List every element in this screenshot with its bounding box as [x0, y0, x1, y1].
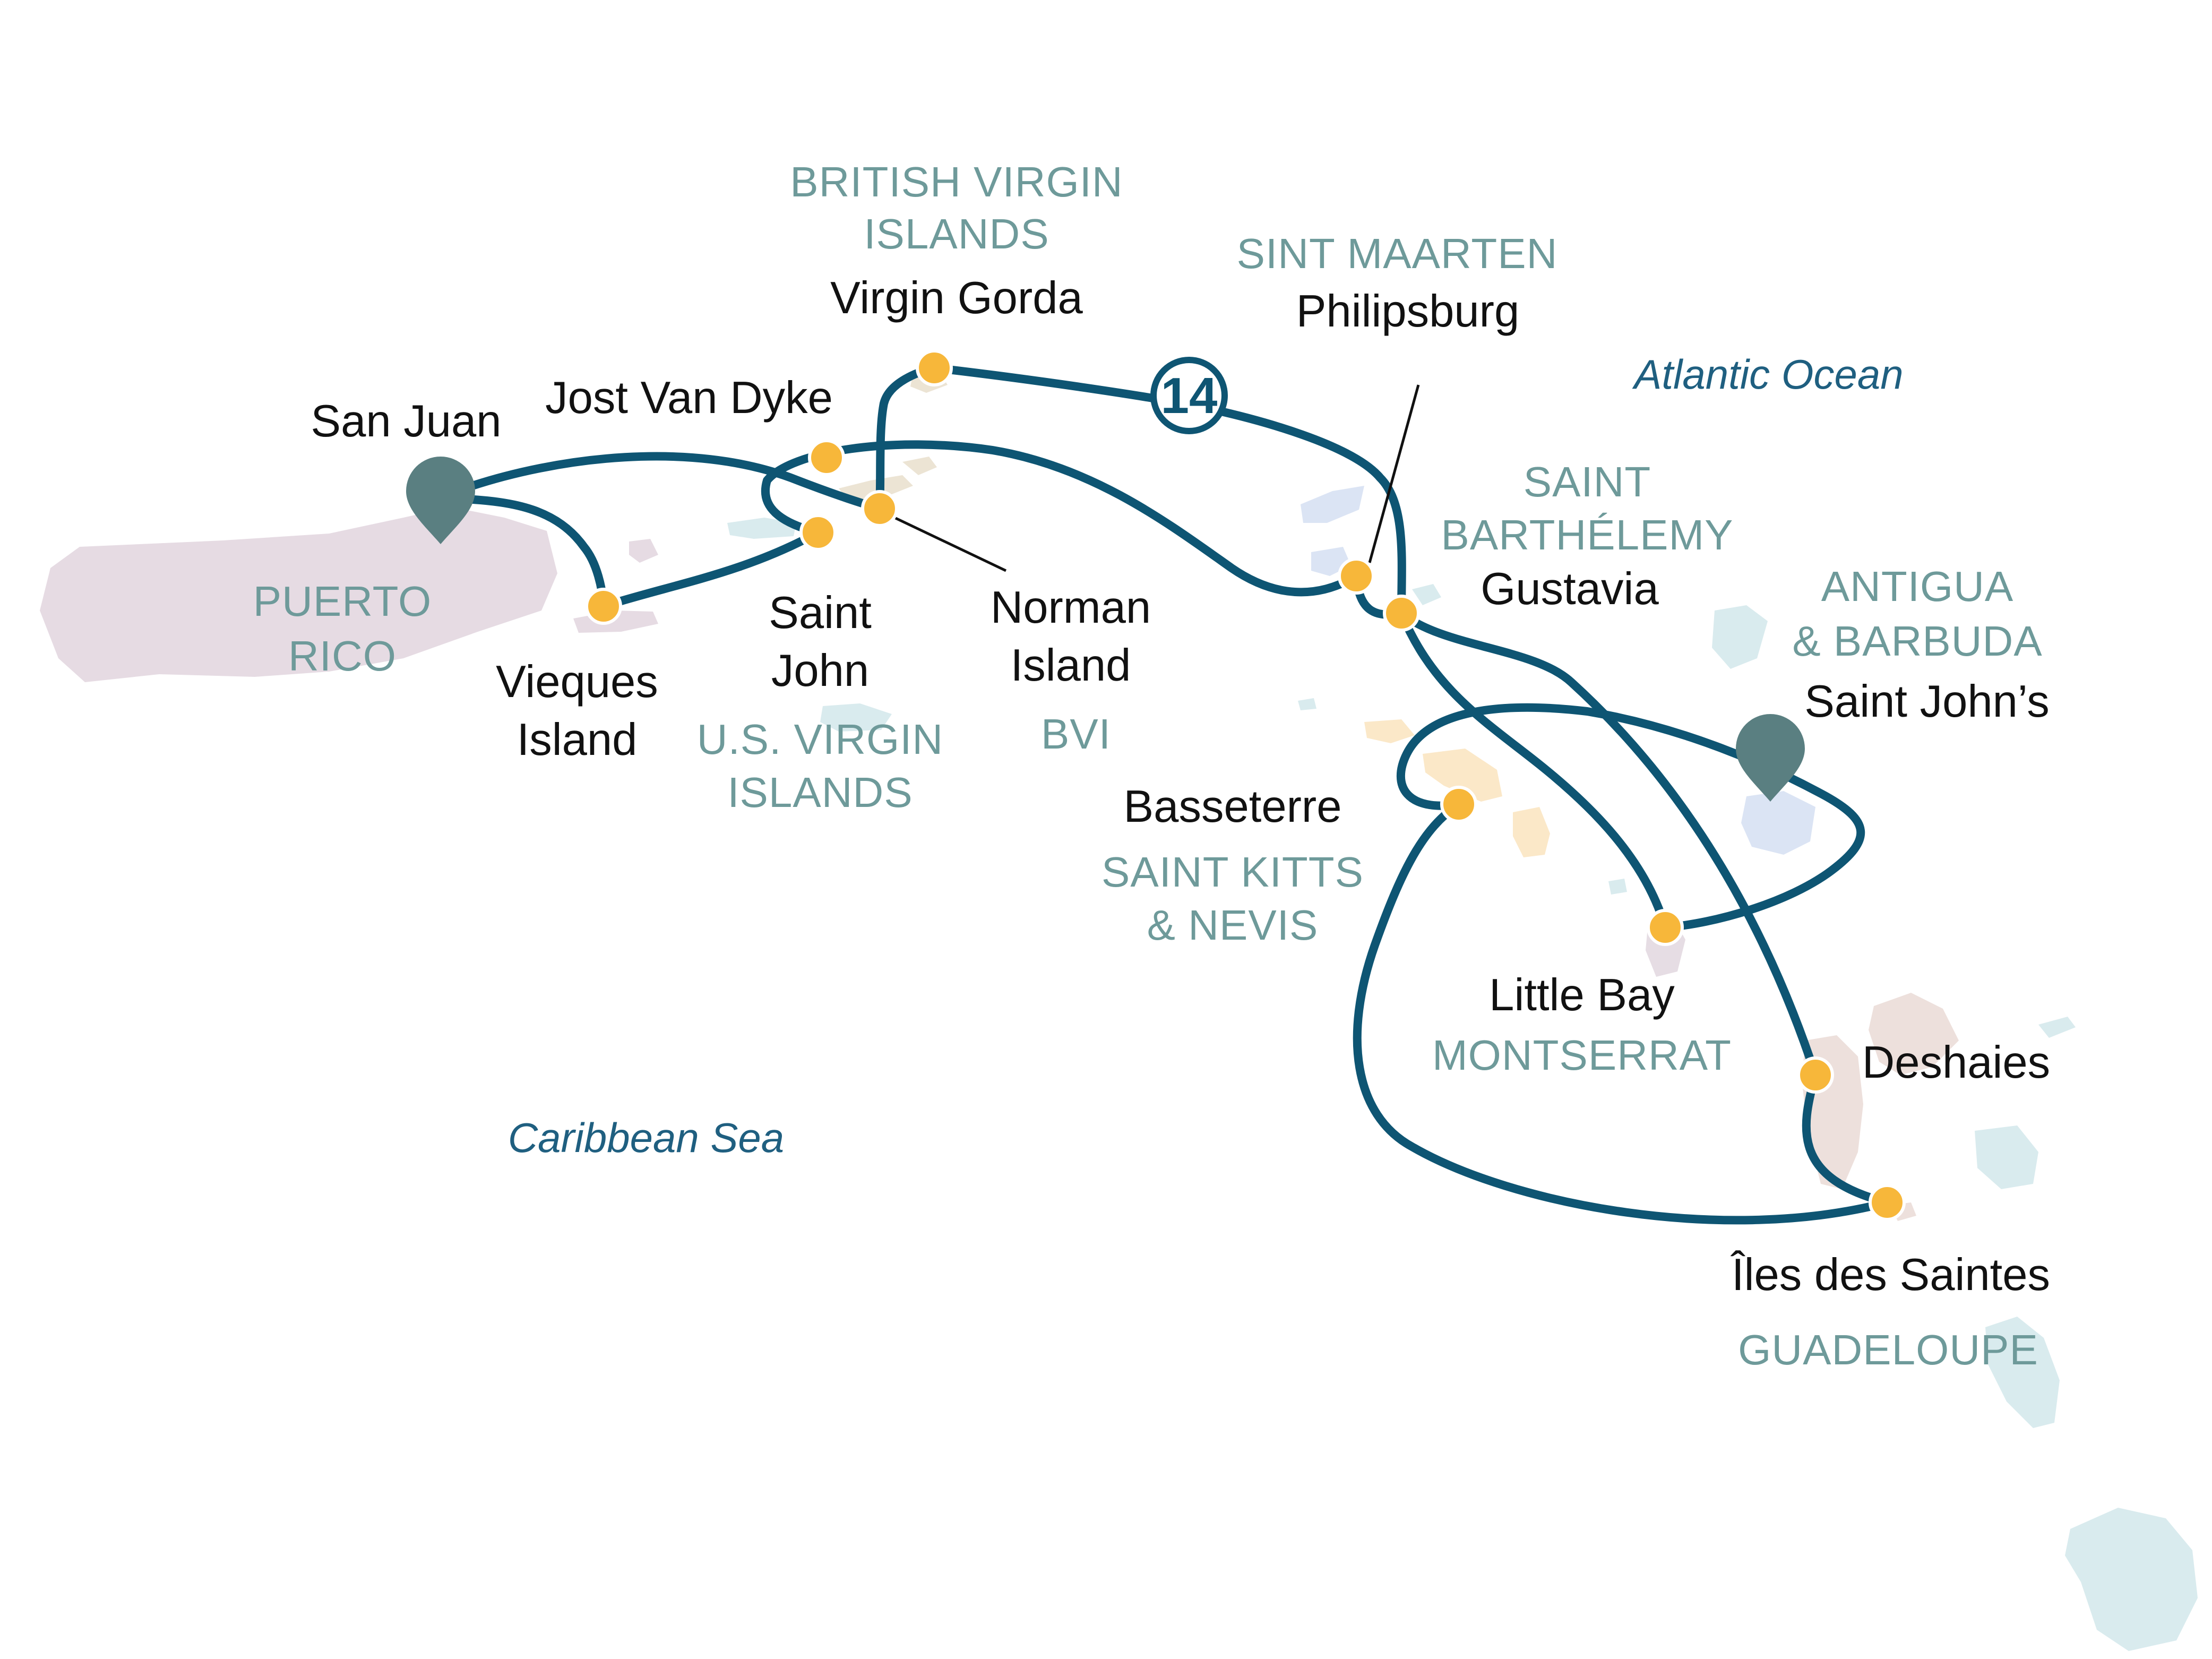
region-antigua-barbuda-line2: & BARBUDA [1792, 617, 2042, 665]
region-bvi-line2: ISLANDS [864, 210, 1049, 257]
sea-labels: Atlantic Ocean Caribbean Sea [508, 351, 1904, 1161]
port-label-gustavia: Gustavia [1481, 564, 1659, 614]
nevis-land [1513, 807, 1550, 857]
region-labels: PUERTO RICO BRITISH VIRGIN ISLANDS U.S. … [253, 158, 2042, 1373]
region-saint-kitts-nevis-line1: SAINT KITTS [1101, 848, 1364, 896]
region-bvi-short: BVI [1041, 710, 1111, 758]
dominica-land [1985, 1317, 2060, 1428]
route-segment [599, 528, 822, 611]
route-segment [1397, 609, 1669, 932]
route-segment [460, 452, 884, 513]
port-label-saint-johns: Saint John’s [1804, 676, 2050, 727]
route-segment [460, 495, 608, 611]
norman-island-leader-line [893, 516, 1007, 572]
saint-barth-land [1412, 584, 1441, 605]
port-label-saint-john-line1: Saint [769, 588, 872, 638]
port-label-philipsburg: Philipsburg [1296, 286, 1520, 337]
antigua-land [1741, 791, 1815, 855]
anguilla-land [1301, 486, 1364, 523]
route-segment [930, 364, 1406, 617]
sea-atlantic-ocean: Atlantic Ocean [1632, 351, 1903, 398]
port-label-norman-island-line1: Norman [991, 582, 1151, 633]
redonda-land [1608, 879, 1627, 895]
region-sint-maarten: SINT MAARTEN [1237, 230, 1558, 277]
philipsburg-leader-line [1368, 384, 1420, 563]
region-guadeloupe: GUADELOUPE [1738, 1326, 2038, 1373]
port-label-saint-john-line2: John [771, 646, 869, 696]
sea-caribbean-sea: Caribbean Sea [508, 1114, 784, 1161]
region-bvi-line1: BRITISH VIRGIN [790, 158, 1123, 205]
region-antigua-barbuda-line1: ANTIGUA [1821, 563, 2014, 610]
usvi-south-land [820, 703, 892, 732]
little-bay-dot [1647, 909, 1684, 946]
martinique-land [2065, 1508, 2198, 1651]
virgin-gorda-dot [916, 349, 953, 386]
leader-lines [893, 384, 1420, 572]
port-label-iles-des-saintes: Îles des Saintes [1731, 1250, 2050, 1300]
saint-johns-marker-icon [1736, 714, 1805, 802]
region-usvi-line1: U.S. VIRGIN [697, 716, 943, 763]
statia-land [1364, 719, 1415, 743]
san-juan-marker-icon [406, 457, 475, 544]
port-label-deshaies: Deshaies [1862, 1037, 2050, 1088]
basseterre-dot [1440, 786, 1477, 823]
route-segment [1396, 703, 1865, 932]
port-label-basseterre: Basseterre [1123, 781, 1341, 832]
jost-van-dyke-dot [808, 439, 845, 476]
iles-des-saintes-dot [1869, 1184, 1906, 1221]
port-labels: San Juan Vieques Island Jost Van Dyke Vi… [311, 273, 2050, 1300]
saint-thomas-land [727, 518, 796, 539]
bvi-land-2 [902, 457, 937, 475]
nights-count: 14 [1161, 367, 1218, 424]
port-label-little-bay: Little Bay [1489, 970, 1675, 1020]
region-puerto-rico-line1: PUERTO [253, 578, 432, 625]
port-label-virgin-gorda: Virgin Gorda [830, 273, 1083, 323]
la-desirade-land [2038, 1017, 2076, 1038]
port-label-norman-island-line2: Island [1011, 640, 1131, 691]
gustavia-dot [1383, 595, 1420, 632]
culebra-land [629, 539, 658, 563]
barbuda-land [1712, 605, 1768, 669]
port-dots [585, 349, 1906, 1221]
deshaies-dot [1797, 1056, 1834, 1094]
port-label-vieques-line1: Vieques [496, 657, 658, 707]
route-segment [1353, 800, 1891, 1225]
nights-badge: 14 [1150, 357, 1228, 434]
saint-john-dot [799, 514, 837, 551]
region-montserrat: MONTSERRAT [1432, 1031, 1732, 1079]
region-usvi-line2: ISLANDS [727, 769, 913, 816]
region-saint-kitts-nevis-line2: & NEVIS [1147, 901, 1319, 949]
region-saint-barthelemy-line1: SAINT [1524, 458, 1651, 505]
port-label-jost-van-dyke: Jost Van Dyke [545, 373, 833, 423]
puerto-rico-land [40, 507, 557, 682]
route-segment [875, 364, 939, 513]
saba-land [1298, 698, 1316, 710]
saint-kitts-land [1423, 749, 1502, 802]
port-label-san-juan: San Juan [311, 396, 501, 446]
route-segment [1802, 1071, 1891, 1207]
region-saint-barthelemy-line2: BARTHÉLEMY [1441, 511, 1734, 558]
philipsburg-dot [1338, 557, 1375, 595]
guadeloupe-grande-terre-land [1869, 993, 1959, 1075]
port-label-vieques-line2: Island [517, 715, 638, 765]
region-puerto-rico-line2: RICO [288, 632, 397, 680]
marie-galante-land [1975, 1125, 2038, 1189]
route-segment [761, 440, 1361, 597]
norman-island-dot [861, 490, 898, 527]
vieques-dot [585, 588, 622, 625]
